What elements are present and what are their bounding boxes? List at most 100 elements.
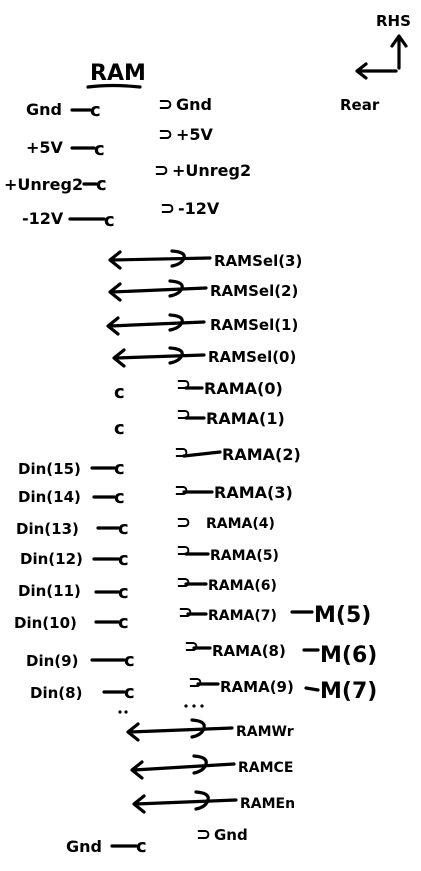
bidir-arrow-icon — [106, 316, 206, 336]
pin-line — [182, 450, 222, 458]
plug-hook — [168, 313, 184, 332]
bidir-arrow-icon — [108, 282, 208, 302]
socket-symbol: c — [90, 100, 101, 121]
socket-symbol: c — [114, 487, 125, 508]
power-pin-right-label: Gnd — [176, 95, 212, 114]
left-arrow-icon — [355, 62, 398, 80]
pin-row: Din(11) c ⊃ RAMA(7) M(5) — [18, 582, 371, 628]
data-pin-label: Din(14) — [18, 488, 81, 506]
power-pin-row: +5V c ⊃ +5V — [26, 124, 214, 160]
socket-symbol: c — [124, 650, 135, 671]
socket-symbol: c — [114, 382, 125, 403]
plug-symbol: ⊃ — [176, 572, 191, 593]
power-pin-right-label: -12V — [178, 199, 220, 218]
suffix-line — [304, 686, 320, 692]
plug-symbol: ⊃ — [188, 672, 203, 693]
select-signal-row: RAMSel(0) — [112, 346, 296, 368]
select-signal-row: RAMSel(3) — [108, 249, 302, 270]
diagram-title: RAM — [90, 61, 146, 86]
plug-hook — [190, 718, 206, 739]
footer-gnd-left: Gnd — [66, 837, 102, 856]
plug-symbol: ⊃ — [176, 374, 191, 395]
orientation-note: RHS Rear — [340, 12, 411, 114]
bidir-arrow-icon — [112, 348, 206, 368]
address-data-pins: c ⊃ RAMA(0) c ⊃ RAMA(1) ⊃ RAMA(2) Din(15… — [14, 374, 377, 714]
pin-row: c ⊃ RAMA(0) — [114, 374, 283, 403]
socket-symbol: c — [118, 612, 129, 633]
socket-symbol: c — [136, 836, 147, 857]
pin-row: ⊃ RAMA(2) — [174, 442, 301, 464]
plug-hook — [170, 249, 186, 268]
control-signal-row: RAMCE — [130, 754, 293, 780]
power-pins: Gnd c ⊃ Gnd +5V c ⊃ +5V +Unreg2 c ⊃ +Unr… — [4, 94, 251, 231]
data-pin-label: Din(8) — [30, 684, 82, 702]
power-pin-right-label: +Unreg2 — [172, 161, 251, 180]
pin-row: Din(10) c ⊃ RAMA(8) M(6) — [14, 612, 377, 668]
plug-hook — [168, 346, 184, 365]
power-pin-row: Gnd c ⊃ Gnd — [26, 94, 212, 121]
address-pin-label: RAMA(0) — [204, 379, 283, 398]
socket-symbol: c — [118, 582, 129, 603]
plug-symbol: ⊃ — [178, 602, 193, 623]
select-signal-row: RAMSel(1) — [106, 313, 298, 336]
power-pin-row: -12V c ⊃ -12V — [22, 198, 220, 231]
socket-symbol: c — [124, 682, 135, 703]
plug-symbol: ⊃ — [160, 198, 175, 219]
pin-row: Din(15) c ⊃ RAMA(3) — [18, 458, 293, 502]
select-signals: RAMSel(3) RAMSel(2) RAMSel(1) RAMSel(0) — [106, 249, 302, 368]
control-signal-label: RAMWr — [236, 724, 294, 740]
plug-symbol: ⊃ — [154, 160, 169, 181]
address-pin-label: RAMA(2) — [222, 445, 301, 464]
socket-symbol: c — [118, 518, 129, 539]
control-signal-row: RAMWr — [126, 718, 294, 742]
control-signal-label: RAMEn — [240, 796, 295, 812]
address-pin-label: RAMA(1) — [206, 409, 285, 428]
address-pin-label: RAMA(3) — [214, 483, 293, 502]
control-signal-label: RAMCE — [238, 760, 293, 776]
plug-symbol: ⊃ — [158, 124, 173, 145]
ellipsis-dots — [118, 704, 204, 714]
plug-symbol: ⊃ — [176, 404, 191, 425]
address-pin-suffix: M(7) — [320, 679, 377, 704]
pin-row: Din(14) c ⊃ RAMA(4) — [18, 487, 275, 533]
plug-symbol: ⊃ — [184, 636, 199, 657]
pin-row: Din(8) c — [30, 682, 135, 703]
socket-symbol: c — [114, 418, 125, 439]
plug-symbol: ⊃ — [176, 540, 191, 561]
address-pin-suffix: M(6) — [320, 643, 377, 668]
select-signal-label: RAMSel(0) — [208, 348, 296, 366]
bidir-arrow-icon — [108, 250, 212, 270]
plug-symbol: ⊃ — [158, 94, 173, 115]
socket-symbol: c — [104, 210, 115, 231]
socket-symbol: c — [94, 139, 105, 160]
address-pin-label: RAMA(5) — [210, 548, 279, 564]
up-arrow-icon — [390, 34, 408, 70]
data-pin-label: Din(13) — [16, 520, 79, 538]
power-pin-left-label: Gnd — [26, 100, 62, 119]
select-signal-label: RAMSel(3) — [214, 252, 302, 270]
plug-hook — [194, 790, 210, 811]
socket-symbol: c — [96, 174, 107, 195]
control-signal-row: RAMEn — [132, 790, 295, 814]
select-signal-label: RAMSel(2) — [210, 282, 298, 300]
plug-symbol: ⊃ — [174, 480, 189, 501]
select-signal-label: RAMSel(1) — [210, 316, 298, 334]
pin-row: c ⊃ RAMA(1) — [114, 404, 285, 439]
orientation-rear-label: Rear — [340, 96, 380, 114]
select-signal-row: RAMSel(2) — [108, 279, 298, 302]
control-signals: RAMWr RAMCE RAMEn — [126, 718, 295, 814]
title-underline — [86, 83, 142, 89]
plug-symbol: ⊃ — [176, 512, 191, 533]
power-pin-left-label: +5V — [26, 138, 64, 157]
orientation-rhs-label: RHS — [376, 12, 411, 30]
pin-row: Din(9) c ⊃ RAMA(9) M(7) — [26, 650, 377, 704]
address-pin-label: RAMA(7) — [208, 608, 277, 624]
address-pin-label: RAMA(6) — [208, 578, 277, 594]
bidir-arrow-icon — [126, 722, 234, 742]
bidir-arrow-icon — [132, 794, 238, 814]
data-pin-label: Din(15) — [18, 460, 81, 478]
plug-symbol: ⊃ — [174, 442, 189, 463]
bidir-arrow-icon — [130, 760, 236, 780]
